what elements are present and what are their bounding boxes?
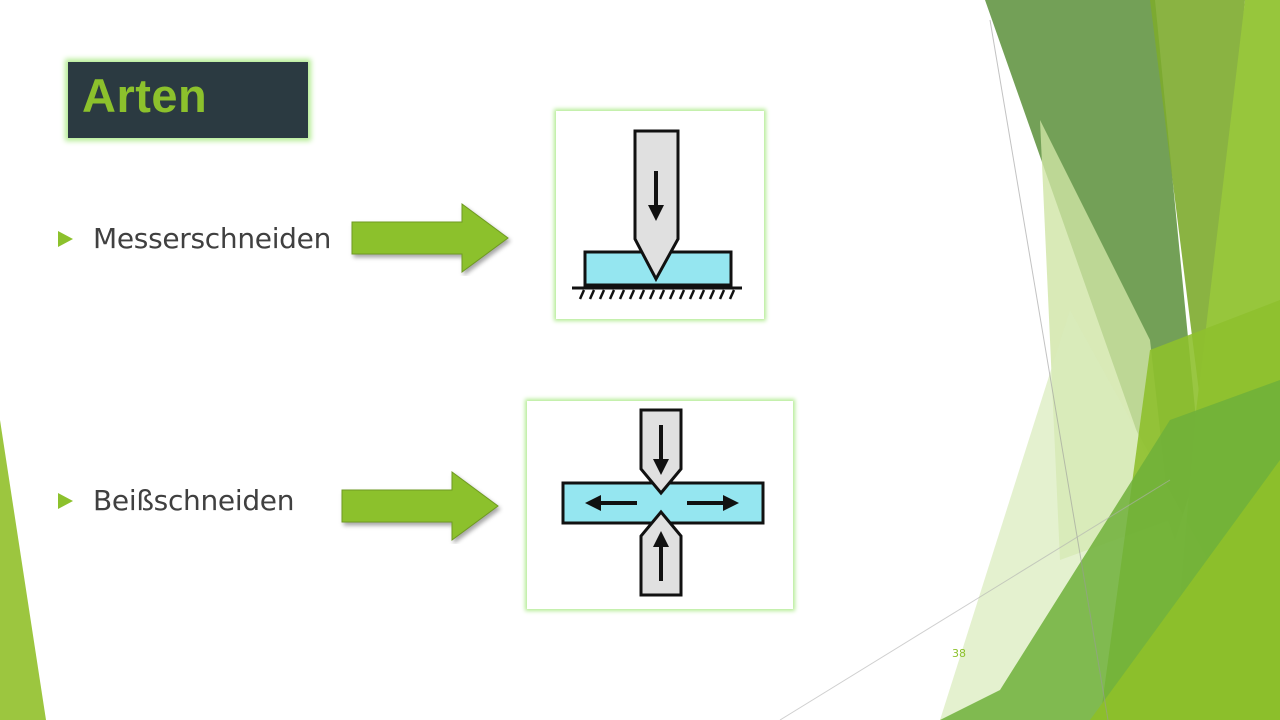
page-number: 38	[952, 647, 966, 660]
slide-title: Arten	[82, 69, 208, 122]
bullet-triangle-icon	[58, 492, 73, 509]
knife-cutting-figure	[556, 111, 764, 319]
bullet-label: Beißschneiden	[93, 484, 295, 517]
right-arrow-icon	[341, 471, 499, 541]
title-box: Arten	[68, 62, 308, 138]
bullet-label: Messerschneiden	[93, 222, 332, 255]
bullet-triangle-icon	[58, 230, 73, 247]
decor-line-2	[779, 479, 1171, 720]
bullet-item-messerschneiden: Messerschneiden	[58, 222, 331, 255]
decor-shape-2	[1150, 0, 1245, 400]
decor-shape-left	[0, 420, 46, 720]
right-arrow-icon	[351, 203, 509, 273]
decor-shape-8	[1090, 460, 1280, 720]
decor-line-1	[989, 19, 1109, 720]
knife-cutting-diagram-icon	[572, 129, 742, 300]
bullet-item-beissschneiden: Beißschneiden	[58, 484, 294, 517]
bite-cutting-diagram-icon	[561, 408, 765, 597]
bite-cutting-figure	[527, 401, 793, 609]
